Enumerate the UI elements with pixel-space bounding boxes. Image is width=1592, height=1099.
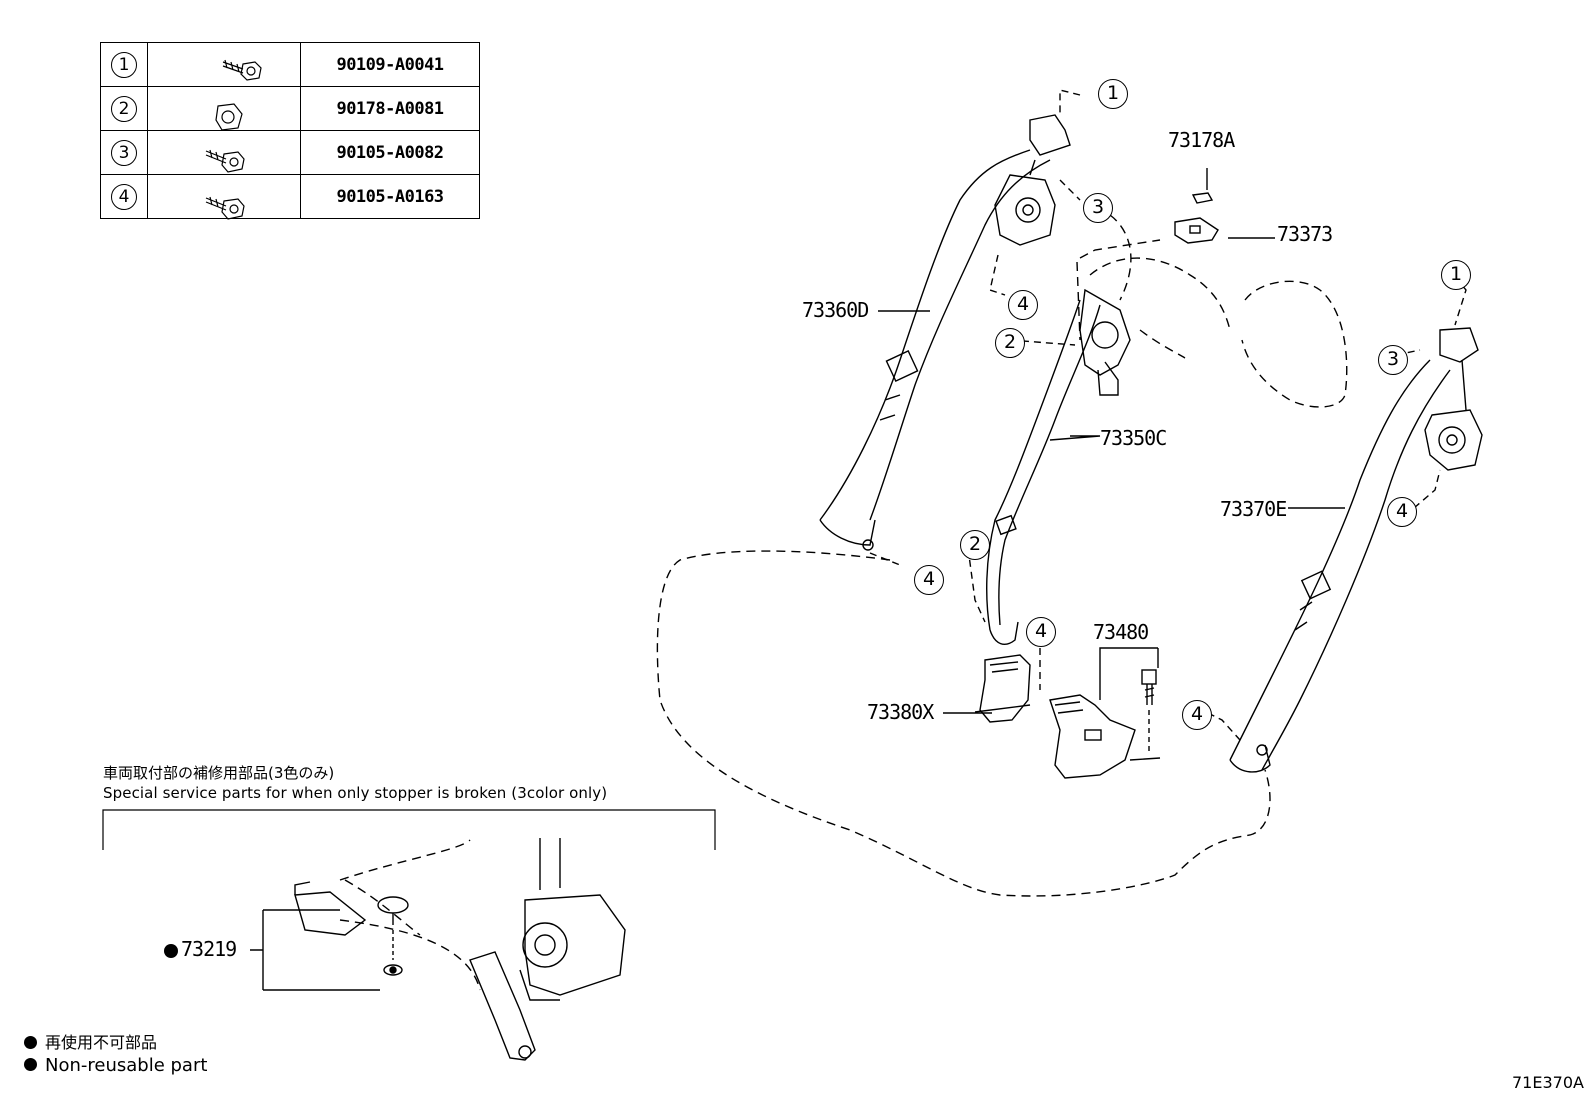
service-note-en: Special service parts for when only stop…: [103, 784, 608, 802]
table-row: 1 90109-A0041: [100, 42, 480, 87]
part-label-73219-text: 73219: [181, 937, 237, 961]
service-detail-drawing: [250, 838, 626, 1061]
callout-4: 4: [914, 565, 944, 595]
index-badge: 1: [111, 51, 137, 78]
index-badge: 3: [111, 139, 137, 166]
part-label-73380X[interactable]: 73380X: [867, 700, 934, 724]
bullet-dot-icon: [24, 1058, 37, 1071]
service-note-jp: 車両取付部の補修用部品(3色のみ): [103, 764, 335, 782]
non-reusable-dot-icon: [164, 943, 178, 958]
index-badge: 2: [111, 95, 137, 122]
table-row: 3 90105-A0082: [100, 130, 480, 175]
part-label-73219[interactable]: 73219: [164, 937, 237, 961]
seat-back-outline: [1089, 257, 1348, 408]
legend-en: Non-reusable part: [24, 1055, 207, 1076]
part-number-cell: 90109-A0041: [300, 42, 480, 87]
seat-cushion-outline: [656, 550, 1271, 897]
part-label-73373[interactable]: 73373: [1277, 222, 1333, 246]
flange-nut-icon: [147, 86, 301, 131]
belt-73360D: [819, 149, 1051, 551]
part-number-cell: 90178-A0081: [300, 86, 480, 131]
callout-3: 3: [1378, 345, 1408, 375]
table-row: 2 90178-A0081: [100, 86, 480, 131]
index-badge: 4: [111, 183, 137, 210]
buckle-73380X: [974, 654, 1031, 723]
callout-4: 4: [1387, 497, 1417, 527]
belt-73350C: [986, 288, 1131, 646]
part-number-cell: 90105-A0082: [300, 130, 480, 175]
bullet-dot-icon: [24, 1036, 37, 1049]
legend-jp-text: 再使用不可部品: [45, 1033, 158, 1052]
bolt-part-table: 1 90109-A0041 2 90178-A0081 3 90105-A008…: [100, 42, 480, 219]
belt-73370E: [1229, 327, 1483, 773]
service-parts-frame: [102, 809, 716, 850]
part-label-73178A[interactable]: 73178A: [1168, 128, 1235, 152]
part-label-73350C[interactable]: 73350C: [1100, 426, 1167, 450]
callout-1: 1: [1098, 79, 1128, 109]
flange-bolt-icon: [147, 130, 301, 175]
flange-bolt-icon: [147, 174, 301, 219]
part-label-73370E[interactable]: 73370E: [1220, 497, 1287, 521]
bezel-73373: [1174, 217, 1219, 244]
callout-2: 2: [995, 328, 1025, 358]
figure-code: 71E370A: [1512, 1073, 1584, 1092]
callout-4: 4: [1008, 290, 1038, 320]
bolt-with-stud-icon: [147, 42, 301, 87]
part-label-73480[interactable]: 73480: [1093, 620, 1149, 644]
callout-1: 1: [1441, 260, 1471, 290]
legend-en-text: Non-reusable part: [45, 1055, 208, 1076]
callout-3: 3: [1083, 193, 1113, 223]
buckle-73480: [1049, 694, 1161, 779]
callout-4: 4: [1182, 700, 1212, 730]
legend-jp: 再使用不可部品: [24, 1029, 157, 1053]
retractor-upper-left: [994, 114, 1071, 246]
callout-2: 2: [960, 530, 990, 560]
cover-73178A: [1191, 192, 1214, 204]
table-row: 4 90105-A0163: [100, 174, 480, 219]
bolt-73480: [1141, 669, 1157, 705]
part-label-73360D[interactable]: 73360D: [802, 298, 869, 322]
callout-4: 4: [1026, 617, 1056, 647]
part-number-cell: 90105-A0163: [300, 174, 480, 219]
